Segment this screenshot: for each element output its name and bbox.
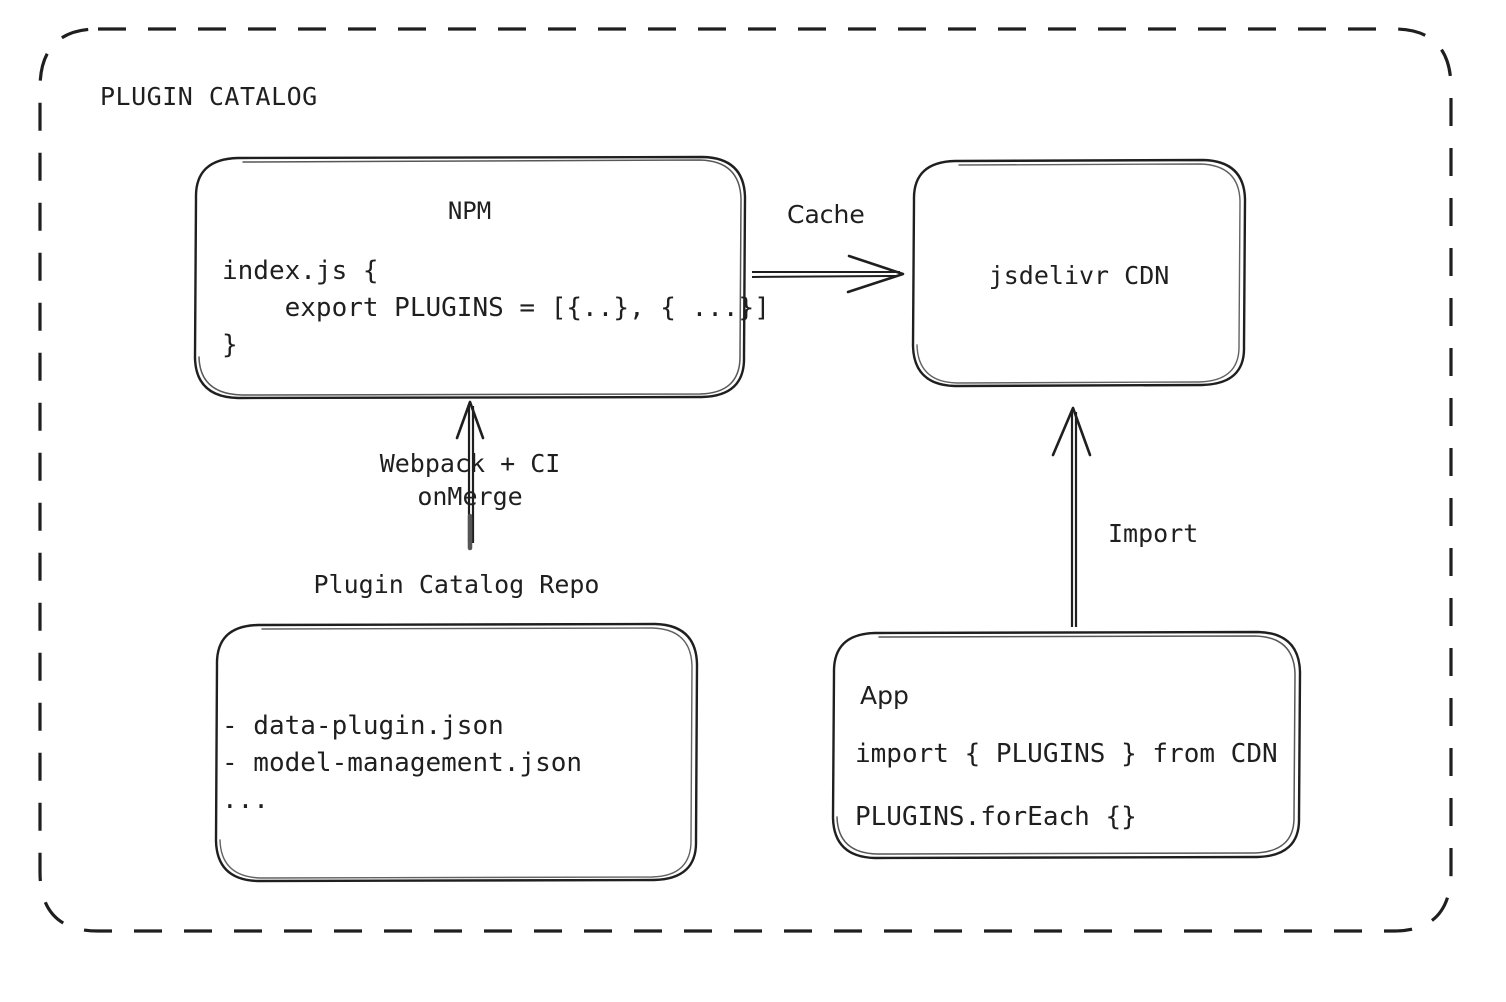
repo-node-file-list: - data-plugin.json - model-management.js… (222, 711, 583, 815)
build-edge-label: Webpack + CI onMerge (379, 449, 561, 511)
npm-node-title: NPM (447, 197, 492, 225)
app-node-title: App (860, 681, 909, 710)
import-arrow (1051, 406, 1092, 627)
app-node-foreach-line: PLUGINS.forEach {} (855, 802, 1137, 832)
plugin-catalog-title: PLUGIN CATALOG (100, 82, 318, 111)
cache-edge-label: Cache (787, 200, 865, 229)
cache-arrow (751, 254, 905, 294)
repo-node-label: Plugin Catalog Repo (313, 570, 600, 599)
import-edge-label: Import (1108, 519, 1199, 548)
app-node-import-line: import { PLUGINS } from CDN (855, 739, 1278, 769)
npm-node-code: index.js { export PLUGINS = [{..}, { ...… (222, 256, 770, 360)
cdn-node-title: jsdelivr CDN (988, 261, 1170, 290)
